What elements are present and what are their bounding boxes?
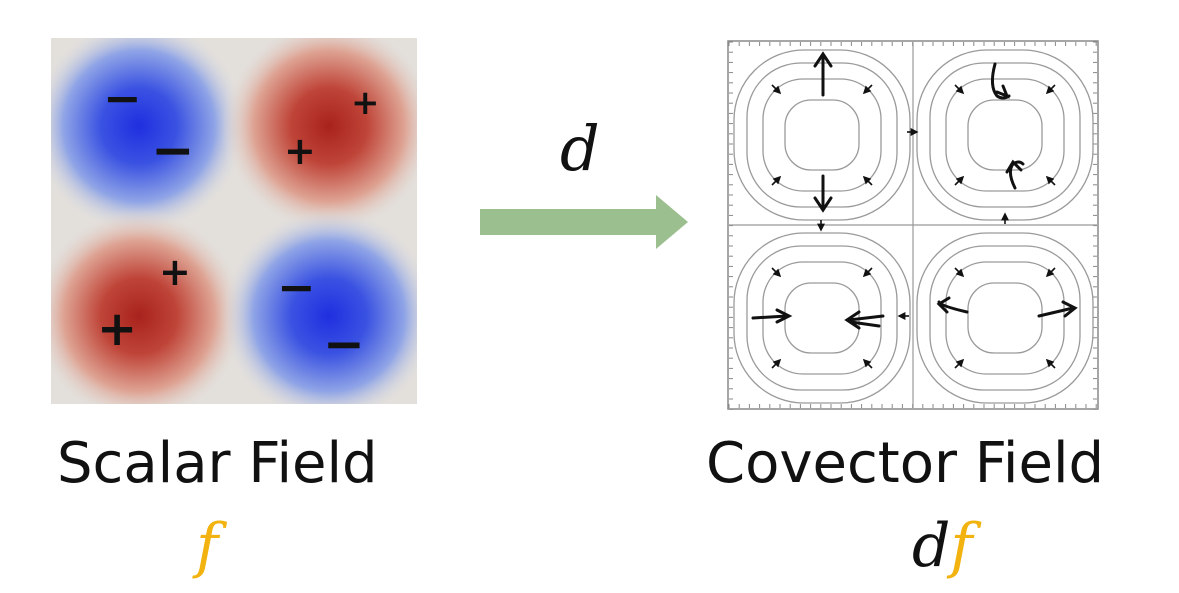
field-arrow (954, 84, 965, 95)
contour-ring (733, 49, 911, 221)
contour-ring (929, 245, 1081, 391)
field-arrow (771, 358, 782, 369)
covector-field-plot (727, 40, 1099, 410)
contour-ring (916, 232, 1094, 404)
heatmap-blob-positive-top-right (221, 38, 417, 234)
gradient-arrows (771, 84, 1056, 369)
contour-ring (929, 62, 1081, 208)
handwritten-arrows (751, 51, 1078, 330)
field-arrow (954, 358, 965, 369)
field-arrow (862, 358, 873, 369)
covector-symbol-d: d (912, 511, 951, 581)
field-arrow (862, 175, 873, 186)
plot-ticks (728, 41, 1097, 410)
heatmap-blob-negative-bottom-right (221, 208, 417, 404)
contour-ring (945, 78, 1065, 192)
hand-arrow (813, 174, 833, 213)
scalar-field-caption: Scalar Field (57, 431, 378, 496)
mark-plus: + (159, 250, 191, 294)
mark-minus: − (323, 315, 365, 373)
mark-minus: − (103, 71, 142, 125)
field-arrow (862, 267, 873, 278)
scalar-field-heatmap: − − + + + + − − (51, 38, 417, 404)
hand-arrow (813, 51, 833, 97)
scalar-field-symbol: f (196, 511, 219, 581)
contour-ring (746, 245, 898, 391)
covector-symbol-f: f (950, 511, 973, 581)
contour-ring (967, 99, 1043, 171)
mapping-arrow (480, 195, 688, 249)
contour-ring (733, 232, 911, 404)
field-arrow (1045, 267, 1056, 278)
hand-arrow (751, 308, 793, 324)
field-arrow (954, 175, 965, 186)
mark-plus: + (351, 83, 380, 123)
field-arrow (1045, 84, 1056, 95)
contour-ring (784, 99, 860, 171)
hand-arrow (990, 62, 1011, 100)
mark-minus: − (277, 260, 316, 314)
heatmap-blob-negative-top-left (51, 38, 247, 234)
hand-arrow (936, 296, 969, 314)
covector-field-symbol: df (912, 516, 973, 576)
field-arrow (771, 267, 782, 278)
field-arrow (771, 84, 782, 95)
field-arrow (954, 267, 965, 278)
mark-minus: − (151, 121, 195, 181)
hand-arrow (1037, 300, 1078, 318)
arrow-shape (480, 195, 688, 249)
field-arrow (771, 175, 782, 186)
heatmap-blob-positive-bottom-left (51, 208, 247, 404)
mark-plus: + (97, 301, 137, 357)
mark-plus: + (284, 129, 316, 173)
field-arrow (862, 84, 873, 95)
hand-arrow (1005, 159, 1025, 190)
field-arrow (1045, 358, 1056, 369)
covector-field-caption: Covector Field (706, 431, 1105, 496)
hand-arrow (844, 310, 885, 330)
contour-ring (967, 282, 1043, 354)
operator-d-label: d (560, 112, 600, 185)
field-arrow (1045, 175, 1056, 186)
contour-ring (945, 261, 1065, 375)
